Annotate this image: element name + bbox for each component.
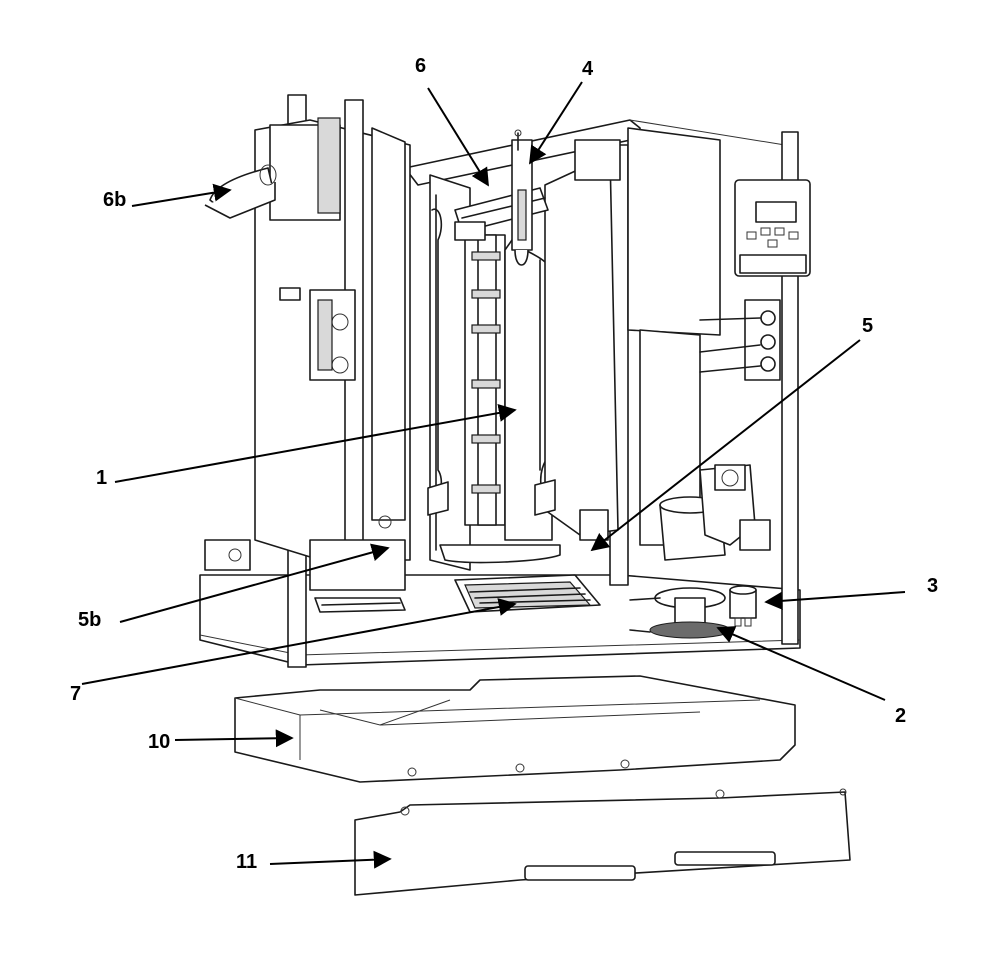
leader-6b <box>131 183 232 207</box>
leader-3 <box>764 591 906 610</box>
callout-label-5b: 5b <box>78 609 101 631</box>
callout-label-2: 2 <box>895 705 906 727</box>
probe-4 <box>511 129 533 266</box>
control-panel <box>734 179 811 277</box>
pan-10 <box>234 675 796 783</box>
keypad <box>746 227 799 248</box>
water-fittings <box>699 299 781 381</box>
leader-11 <box>269 850 392 869</box>
grease-filter-7 <box>314 574 601 613</box>
leader-7 <box>81 598 517 685</box>
pump-motor <box>659 464 771 561</box>
callout-label-3: 3 <box>927 575 938 597</box>
callout-label-6: 6 <box>415 55 426 77</box>
callout-label-10: 10 <box>148 731 170 753</box>
leader-5b <box>119 543 390 623</box>
callout-label-4: 4 <box>582 58 594 80</box>
rack-rungs <box>471 251 501 494</box>
callout-label-6b: 6b <box>103 189 126 211</box>
leader-10 <box>174 729 294 748</box>
drum-assembly <box>427 139 621 571</box>
callout-labels: 1 2 3 4 5 5b 6 6b 7 10 11 <box>70 55 938 873</box>
left-module <box>204 99 411 591</box>
front-panel-11 <box>354 788 851 896</box>
motor-3 <box>729 585 757 627</box>
callout-label-1: 1 <box>96 467 107 489</box>
callout-label-11: 11 <box>236 851 257 873</box>
leader-6 <box>427 87 489 187</box>
callout-label-5: 5 <box>862 315 873 337</box>
leader-5 <box>590 339 861 552</box>
callout-leaders <box>81 81 906 869</box>
leader-1 <box>114 404 517 483</box>
callout-label-7: 7 <box>70 683 81 705</box>
leader-2 <box>716 626 886 701</box>
leader-4 <box>529 81 583 165</box>
drain-2 <box>629 587 731 639</box>
